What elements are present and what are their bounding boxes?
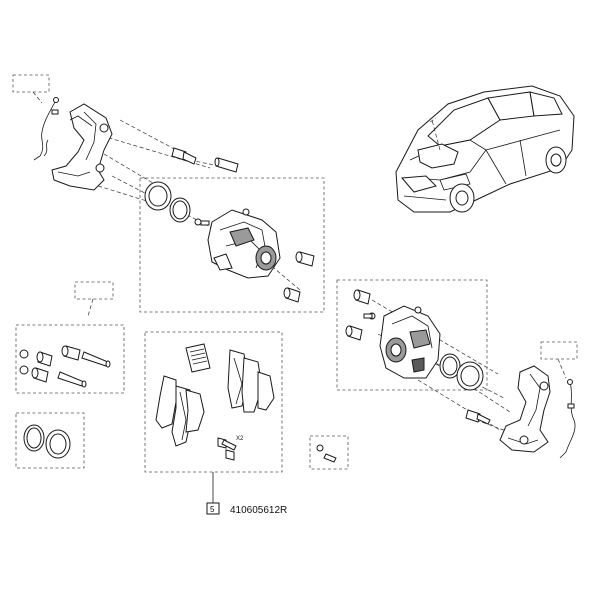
seal-kit-parts xyxy=(23,424,71,459)
front-guide-bushings xyxy=(283,251,315,303)
label-box-left xyxy=(74,281,114,300)
right-caliper-bracket xyxy=(499,365,551,453)
rear-piston-seal-rings xyxy=(439,353,484,391)
pad-bolts xyxy=(217,437,237,461)
rear-guide-bushings xyxy=(345,289,371,341)
leader-top-left xyxy=(32,91,43,104)
brake-pad-1 xyxy=(155,375,177,429)
left-pad-wear-sensor xyxy=(33,97,59,161)
part-number: 410605612R xyxy=(230,505,287,516)
brake-pad-kit-parts: X2 xyxy=(155,343,275,461)
rear-bleed-screw xyxy=(363,312,376,320)
small-screws-parts xyxy=(316,444,337,463)
quantity-marker: X2 xyxy=(236,436,244,442)
front-caliper-body xyxy=(207,208,281,279)
car-illustration xyxy=(395,85,575,213)
leader-left xyxy=(87,298,94,317)
bleed-screw xyxy=(194,218,210,226)
callout-box xyxy=(206,502,220,515)
frame-brake-pad-kit xyxy=(144,331,283,473)
frame-small-screws xyxy=(309,435,349,470)
brake-pad-6 xyxy=(257,371,275,411)
guide-pin-kit-parts xyxy=(19,345,111,388)
callout-group: 5 410605612R xyxy=(206,472,287,516)
leader-right xyxy=(557,358,567,379)
brake-pad-5 xyxy=(241,357,263,413)
frame-guide-pins-kit xyxy=(15,324,125,394)
left-bracket-bolt xyxy=(171,147,197,165)
frame-front-caliper-group xyxy=(139,177,325,313)
piston-seal-rings xyxy=(144,181,191,223)
right-pad-wear-sensor xyxy=(559,379,576,459)
left-caliper-bracket xyxy=(51,103,113,191)
instruction-sheet xyxy=(185,343,211,373)
callout-number: 5 xyxy=(210,505,215,514)
rear-caliper-body xyxy=(379,305,441,379)
brake-pad-3 xyxy=(185,389,205,433)
frame-seal-kit xyxy=(15,412,85,469)
left-guide-pin-loose xyxy=(214,157,239,173)
label-box-top-left xyxy=(12,74,50,93)
label-box-right xyxy=(540,341,578,360)
frame-rear-caliper-group xyxy=(336,279,488,391)
right-bracket-bolt xyxy=(465,409,491,425)
